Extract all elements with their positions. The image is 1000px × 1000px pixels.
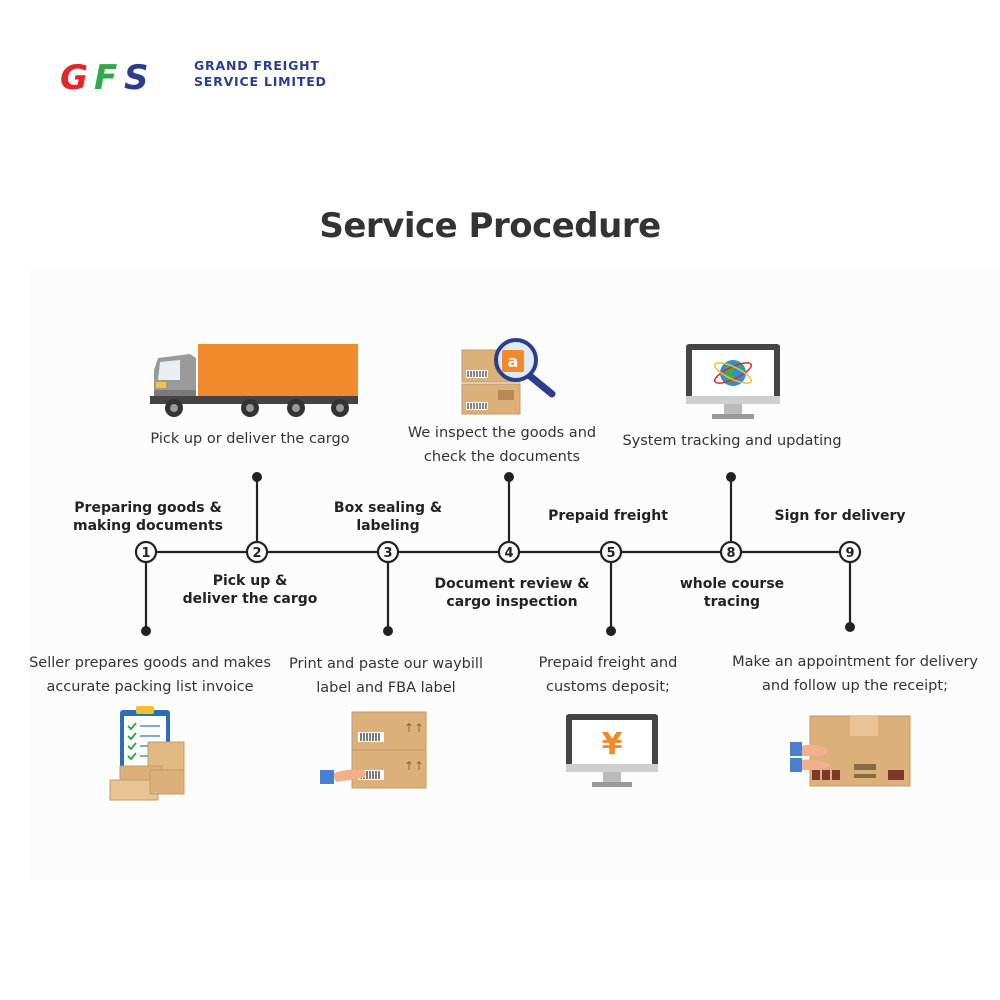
svg-text:F: F [94, 58, 117, 96]
step-label-8-line: tracing [703, 594, 761, 610]
step-caption-5-line: customs deposit; [546, 679, 670, 695]
connector-dot-9 [845, 622, 855, 632]
step-label-1: Preparing goods & making documents [68, 499, 228, 535]
yen-monitor-icon: ¥ [566, 714, 658, 787]
step-number-4: 4 [504, 546, 513, 561]
step-node-1: 1 [134, 540, 158, 564]
step-number-3: 3 [383, 546, 392, 561]
company-name-line1: GRAND FREIGHT [194, 58, 320, 73]
step-label-4-line: Document review & [434, 576, 590, 592]
step-node-4: 4 [497, 540, 521, 564]
step-number-9: 9 [845, 546, 854, 561]
step-label-1-line: Preparing goods & [74, 500, 222, 516]
step-caption-8: System tracking and updating [612, 429, 852, 453]
step-number-8: 8 [726, 546, 735, 561]
step-label-4: Document review & cargo inspection [422, 575, 602, 611]
connector-dot-8 [726, 472, 736, 482]
svg-text:S: S [124, 58, 149, 96]
step-number-1: 1 [141, 546, 150, 561]
step-caption-4: We inspect the goods and check the docume… [392, 421, 612, 469]
step-node-9: 9 [838, 540, 862, 564]
globe-monitor-icon [686, 344, 780, 419]
gfs-logo: G F S [60, 58, 149, 96]
step-label-1-line: making documents [73, 518, 223, 534]
step-caption-3-line: Print and paste our waybill [289, 656, 483, 672]
connector-dot-2 [252, 472, 262, 482]
step-node-2: 2 [245, 540, 269, 564]
step-caption-1: Seller prepares goods and makes accurate … [20, 651, 280, 699]
clipboard-boxes-icon [109, 706, 185, 801]
step-label-9-line: Sign for delivery [774, 508, 906, 524]
truck-icon [150, 344, 358, 417]
step-label-3-line: Box sealing & [333, 500, 443, 516]
step-caption-1-line: Seller prepares goods and makes [29, 655, 271, 671]
step-label-2-line: deliver the cargo [182, 591, 318, 607]
step-caption-2: Pick up or deliver the cargo [130, 427, 370, 451]
step-caption-4-line: We inspect the goods and [407, 425, 597, 441]
step-caption-5: Prepaid freight and customs deposit; [498, 651, 718, 699]
svg-text:a: a [508, 352, 519, 371]
step-label-3: Box sealing & labeling [308, 499, 468, 535]
connector-dot-3 [383, 626, 393, 636]
step-node-3: 3 [376, 540, 400, 564]
connector-dot-1 [141, 626, 151, 636]
svg-text:↑↑: ↑↑ [404, 721, 424, 735]
delivery-box-icon [790, 715, 911, 787]
svg-text:↑↑: ↑↑ [404, 759, 424, 773]
step-caption-1-line: accurate packing list invoice [46, 679, 254, 695]
step-label-5: Prepaid freight [528, 507, 688, 525]
connector-dot-5 [606, 626, 616, 636]
step-number-2: 2 [252, 546, 261, 561]
svg-text:¥: ¥ [602, 727, 623, 762]
step-label-2-line: Pick up & [212, 573, 288, 589]
step-label-4-line: cargo inspection [446, 594, 578, 610]
step-caption-8-line: System tracking and updating [622, 433, 842, 449]
company-name: GRAND FREIGHT SERVICE LIMITED [194, 58, 327, 90]
step-number-5: 5 [606, 546, 615, 561]
step-label-9: Sign for delivery [760, 507, 920, 525]
step-label-8: whole course tracing [652, 575, 812, 611]
step-caption-9: Make an appointment for delivery and foll… [720, 650, 990, 698]
step-caption-4-line: check the documents [423, 449, 581, 465]
step-caption-2-line: Pick up or deliver the cargo [150, 431, 350, 447]
step-caption-9-line: Make an appointment for delivery [732, 654, 978, 670]
step-label-5-line: Prepaid freight [548, 508, 668, 524]
step-label-8-line: whole course [679, 576, 785, 592]
labeled-boxes-icon: ↑↑ ↑↑ [320, 711, 427, 789]
step-caption-5-line: Prepaid freight and [538, 655, 678, 671]
step-node-8: 8 [719, 540, 743, 564]
step-label-2: Pick up & deliver the cargo [170, 572, 330, 608]
connector-dot-4 [504, 472, 514, 482]
step-caption-3: Print and paste our waybill label and FBA… [266, 652, 506, 700]
page-title: Service Procedure [319, 206, 661, 246]
step-node-5: 5 [599, 540, 623, 564]
step-caption-3-line: label and FBA label [316, 680, 456, 696]
inspect-magnifier-icon: a [461, 338, 556, 415]
step-label-3-line: labeling [356, 518, 420, 534]
company-name-line2: SERVICE LIMITED [194, 74, 327, 89]
step-caption-9-line: and follow up the receipt; [762, 678, 948, 694]
svg-text:G: G [60, 58, 88, 96]
